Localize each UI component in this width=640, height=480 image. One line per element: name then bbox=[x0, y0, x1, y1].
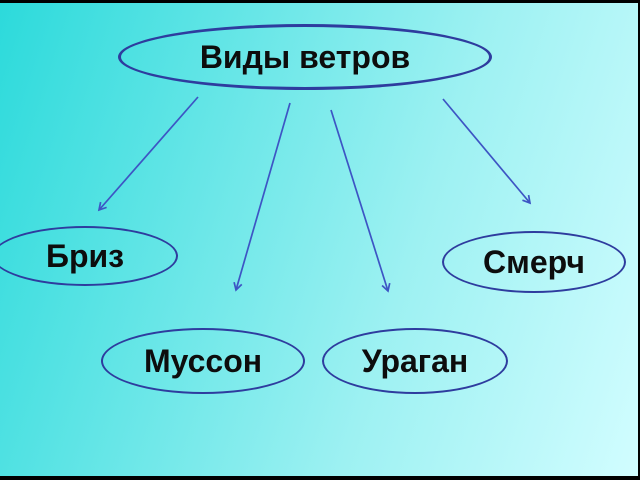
node-title-ellipse: Виды ветров bbox=[118, 24, 492, 90]
node-smerch-ellipse: Смерч bbox=[442, 231, 626, 293]
arrow-title-to-briz bbox=[97, 96, 199, 212]
briz-label: Бриз bbox=[45, 238, 125, 274]
arrow-title-to-smerch bbox=[442, 98, 532, 205]
slide-right-border bbox=[638, 0, 640, 480]
node-uragan-ellipse: Ураган bbox=[322, 328, 508, 394]
node-musson-ellipse: Муссон bbox=[101, 328, 305, 394]
slide-top-border bbox=[0, 0, 640, 3]
smerch-label: Смерч bbox=[483, 244, 585, 280]
arrow-title-to-uragan bbox=[330, 109, 391, 293]
uragan-label: Ураган bbox=[361, 343, 469, 379]
arrow-title-to-musson bbox=[233, 102, 291, 292]
node-briz-ellipse: Бриз bbox=[0, 226, 178, 286]
slide-bottom-border bbox=[0, 476, 640, 480]
musson-label: Муссон bbox=[143, 343, 263, 379]
title-label: Виды ветров bbox=[199, 39, 411, 75]
